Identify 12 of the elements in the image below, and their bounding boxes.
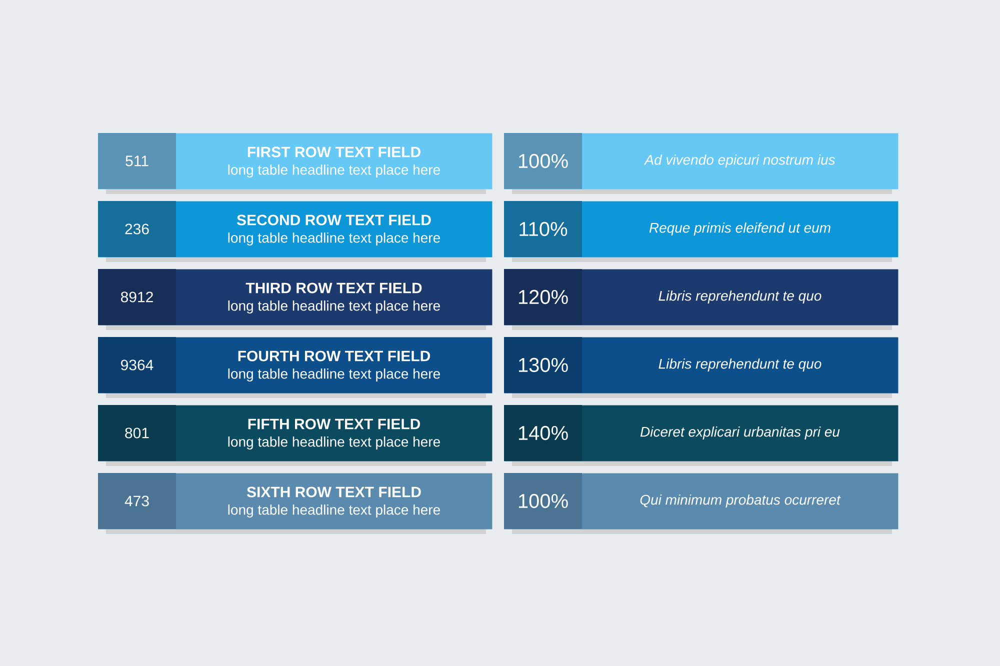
table-row: 130% Libris reprehendunt te quo xyxy=(504,337,898,398)
table-row: 801 FIFTH ROW TEXT FIELD long table headline text place here xyxy=(98,405,492,466)
table-row: 100% Ad vivendo epicuri nostrum ius xyxy=(504,133,898,194)
table-row: 100% Qui minimum probatus ocurreret xyxy=(504,473,898,534)
table-row: 511 FIRST ROW TEXT FIELD long table headline text place here xyxy=(98,133,492,194)
table-row: 9364 FOURTH ROW TEXT FIELD long table headline text place here xyxy=(98,337,492,398)
table-row: 110% Reque primis eleifend ut eum xyxy=(504,201,898,262)
table-row: 473 SIXTH ROW TEXT FIELD long table headline text place here xyxy=(98,473,492,534)
table-row: 8912 THIRD ROW TEXT FIELD long table headline text place here xyxy=(98,269,492,330)
table-row: 140% Diceret explicari urbanitas pri eu xyxy=(504,405,898,466)
table-row: 120% Libris reprehendunt te quo xyxy=(504,269,898,330)
table-row: 236 SECOND ROW TEXT FIELD long table headline text place here xyxy=(98,201,492,262)
